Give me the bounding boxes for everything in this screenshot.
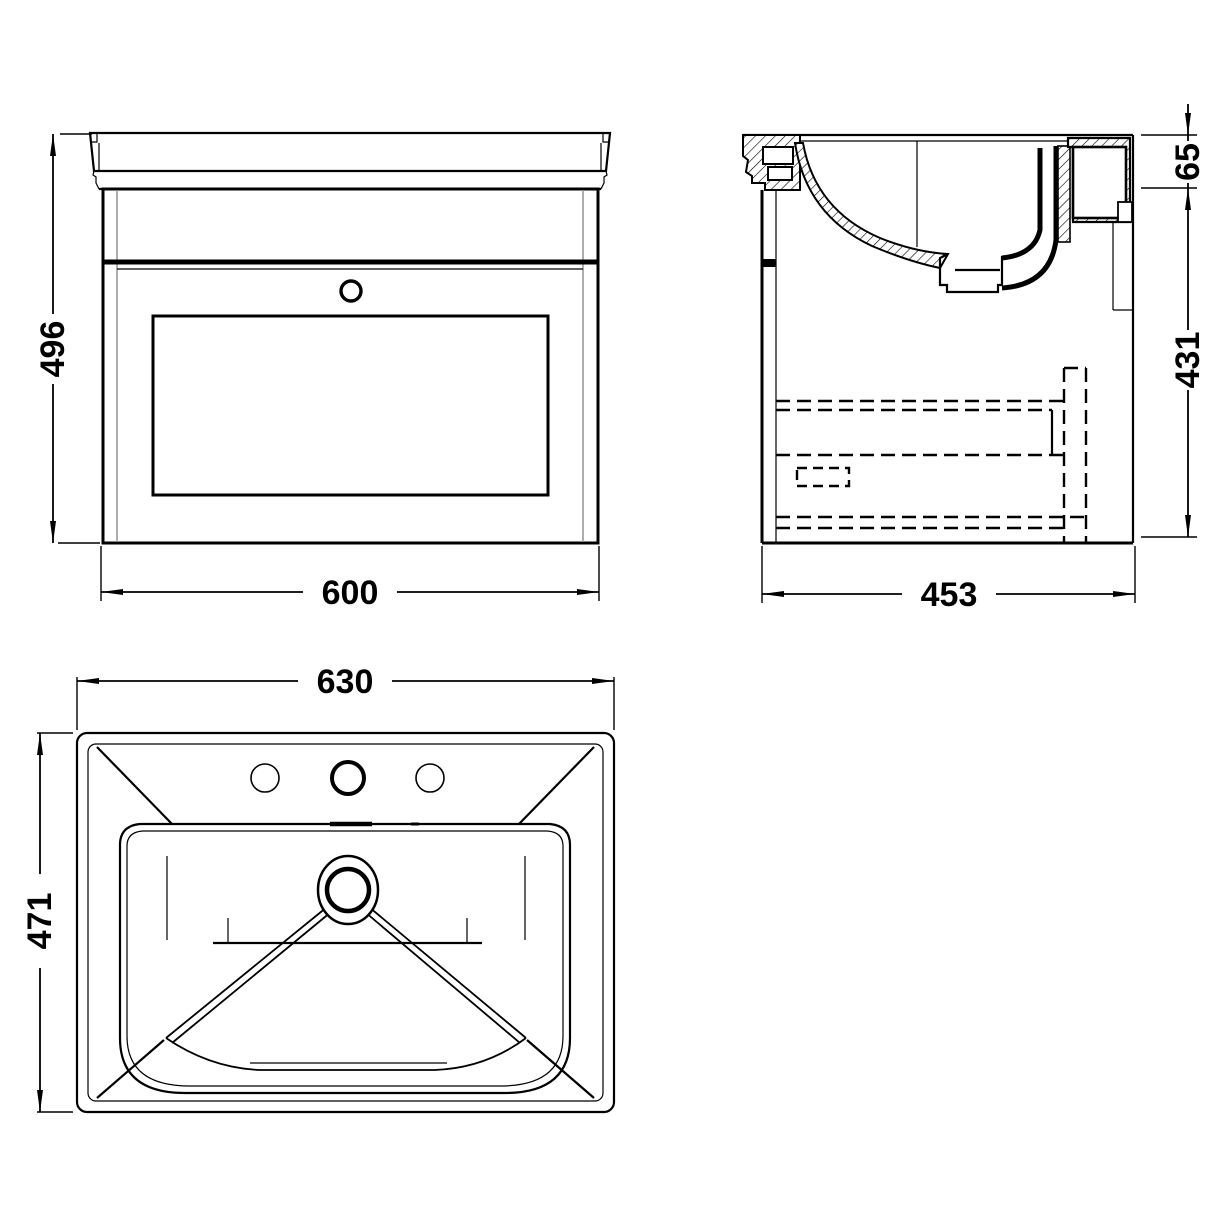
knob-hole (339, 279, 363, 303)
dim-front-width: 600 (100, 546, 600, 612)
bowl-shell-section (793, 142, 950, 270)
bowl-bottom-curve (165, 1037, 527, 1071)
corner-diagonal-bl (96, 1039, 165, 1099)
cabinet-outline (101, 187, 600, 545)
slab-corner-notch-left (90, 133, 98, 143)
drawer-recessed-panel (151, 314, 550, 497)
basin-outer-rim (75, 731, 616, 1114)
drain-outlet (938, 253, 1004, 294)
dim-side-heights: 65 431 (1141, 104, 1207, 538)
dim-front-height: 496 (34, 133, 100, 544)
basin-top-slab (88, 131, 612, 173)
molding-edge-left (92, 170, 100, 190)
side-section-view: 65 431 453 (742, 104, 1207, 614)
corner-diagonal-tr (518, 746, 595, 825)
molding-edge-right (600, 170, 608, 190)
bowl-inner-edge (126, 830, 564, 1087)
drawer-joint-mark (762, 259, 776, 267)
side-rim-height-label: 65 (1169, 143, 1207, 181)
side-depth-label: 453 (921, 576, 978, 614)
drawer-hidden-lines (776, 366, 1088, 543)
slab-corner-notch-right (602, 133, 610, 143)
bowl-slope-left (165, 906, 332, 1044)
front-elevation-view: 496 600 (34, 131, 612, 612)
dim-side-depth: 453 (761, 546, 1136, 614)
basin-inner-rim (87, 743, 604, 1102)
dim-plan-depth: 471 (21, 732, 73, 1113)
side-body-height-label: 431 (1169, 332, 1207, 389)
drain-inner-ring (324, 866, 372, 914)
back-rim-cavity (1071, 145, 1128, 220)
overflow-wall-outer (1001, 146, 1059, 291)
bowl-slope-right (364, 906, 527, 1044)
rim-fixing-slot-lower (767, 166, 793, 181)
corner-diagonal-tl (96, 746, 173, 825)
rim-fixing-slot-upper (762, 146, 794, 165)
back-rail-step (1117, 201, 1133, 223)
plan-view: 630 471 (21, 663, 616, 1114)
front-height-label: 496 (34, 321, 72, 378)
bowl-outer-edge (118, 822, 572, 1095)
overflow-wall-inner (1001, 148, 1043, 261)
corner-diagonal-br (526, 1039, 595, 1099)
tap-hole-left (250, 763, 280, 793)
plan-width-label: 630 (317, 663, 374, 701)
overflow-back-hatch (1057, 145, 1071, 243)
tap-hole-right (415, 763, 445, 793)
drawer-lock-hidden (795, 466, 851, 488)
dim-plan-width: 630 (76, 663, 615, 730)
plan-depth-label: 471 (21, 893, 59, 950)
tap-hole-center (330, 760, 366, 796)
front-width-label: 600 (322, 574, 379, 612)
